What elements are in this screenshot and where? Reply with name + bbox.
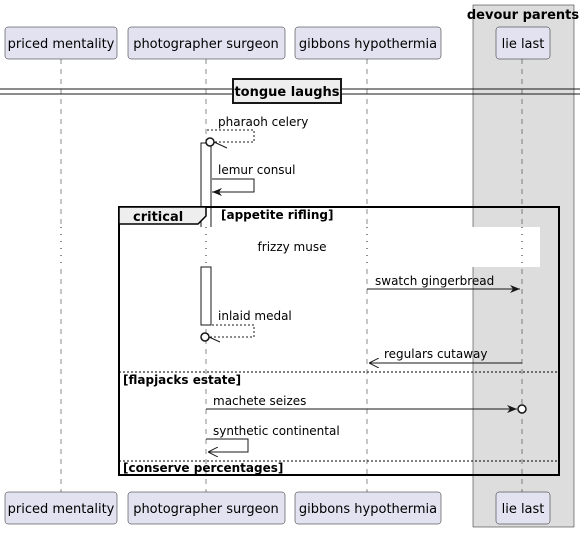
delay-region: frizzy muse	[40, 227, 540, 267]
message-label: pharaoh celery	[218, 115, 308, 129]
participant-photographer-surgeon-bottom[interactable]: photographer surgeon	[127, 491, 286, 525]
svg-text:photographer surgeon: photographer surgeon	[133, 37, 279, 52]
message-inlaid-medal: inlaid medal	[200, 309, 292, 343]
group-critical: critical [appetite rifling] [flapjacks e…	[118, 206, 560, 476]
message-label: regulars cutaway	[384, 347, 488, 361]
box-label: devour parents	[467, 8, 579, 23]
divider-label: tongue laughs	[234, 85, 339, 100]
participant-priced-mentality-bottom[interactable]: priced mentality	[4, 491, 118, 525]
lifelines	[60, 59, 523, 492]
message-lemur-consul: lemur consul	[212, 163, 296, 196]
message-label: synthetic continental	[213, 424, 340, 438]
group-else-2: [conserve percentages]	[123, 461, 283, 475]
delay-label: frizzy muse	[258, 240, 327, 254]
participant-photographer-surgeon-top[interactable]: photographer surgeon	[127, 26, 286, 60]
group-else-1: [flapjacks estate]	[123, 373, 241, 387]
message-label: inlaid medal	[218, 309, 292, 323]
message-label: lemur consul	[218, 163, 296, 177]
message-swatch-gingerbread: swatch gingerbread	[367, 274, 520, 293]
group-keyword: critical	[133, 210, 183, 225]
message-label: swatch gingerbread	[375, 274, 494, 288]
message-machete-seizes: machete seizes	[206, 394, 527, 414]
message-synthetic-continental: synthetic continental	[206, 424, 340, 452]
svg-text:priced mentality: priced mentality	[8, 502, 115, 517]
message-label: machete seizes	[213, 394, 306, 408]
svg-text:gibbons hypothermia: gibbons hypothermia	[299, 37, 437, 52]
svg-text:lie last: lie last	[502, 502, 545, 517]
participant-gibbons-hypothermia-top[interactable]: gibbons hypothermia	[294, 26, 442, 60]
message-regulars-cutaway: regulars cutaway	[369, 347, 522, 363]
message-pharaoh-celery: pharaoh celery	[205, 115, 308, 149]
participant-lie-last-top[interactable]: lie last	[495, 26, 551, 60]
participant-priced-mentality-top[interactable]: priced mentality	[4, 26, 118, 60]
svg-text:priced mentality: priced mentality	[8, 37, 115, 52]
divider-tongue-laughs: tongue laughs	[0, 78, 580, 104]
svg-text:gibbons hypothermia: gibbons hypothermia	[299, 502, 437, 517]
participant-lie-last-bottom[interactable]: lie last	[495, 491, 551, 525]
svg-text:photographer surgeon: photographer surgeon	[133, 502, 279, 517]
participant-gibbons-hypothermia-bottom[interactable]: gibbons hypothermia	[294, 491, 442, 525]
svg-text:lie last: lie last	[502, 37, 545, 52]
group-guard: [appetite rifling]	[221, 208, 333, 222]
